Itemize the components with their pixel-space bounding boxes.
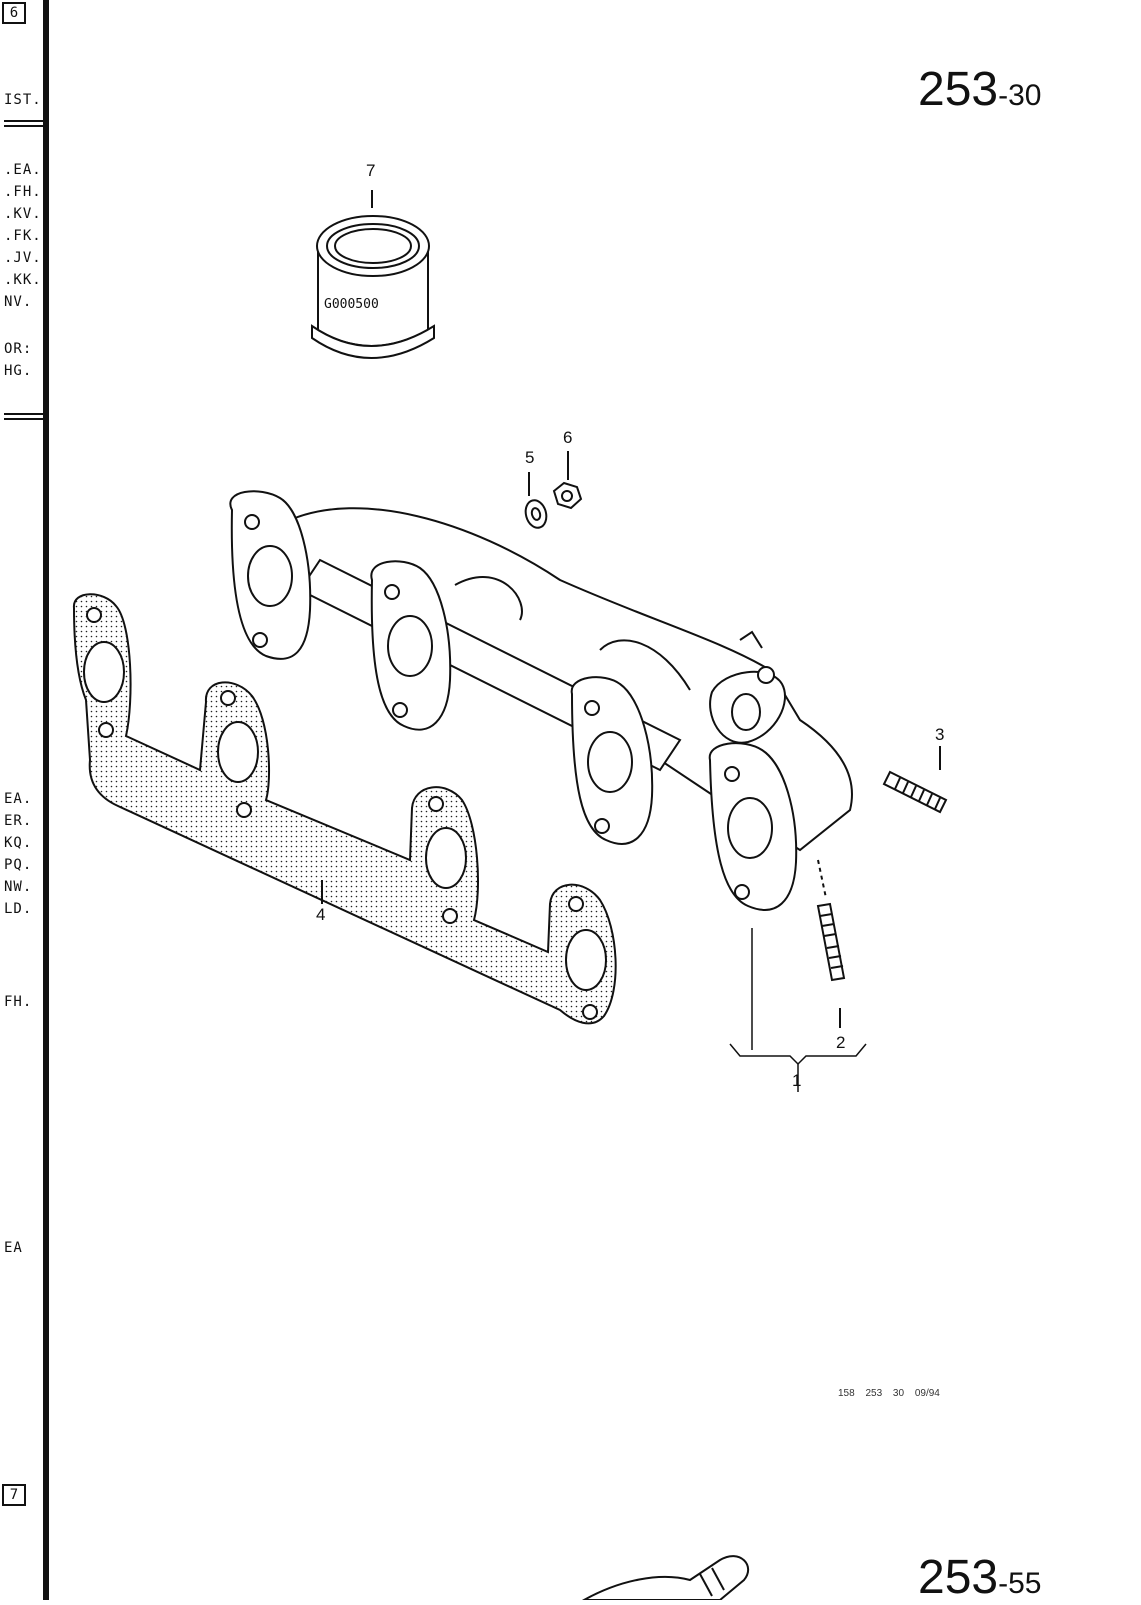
section-box-bottom: 7 — [2, 1484, 26, 1506]
side-code: EA. — [4, 791, 33, 807]
exhaust-manifold — [229, 490, 853, 911]
side-code: HG. — [4, 363, 33, 379]
divider — [4, 120, 44, 122]
filter-label: G000500 — [324, 297, 379, 312]
manifold-gasket — [72, 593, 617, 1025]
section-box-top: 6 — [2, 2, 26, 24]
next-page-number: 253-55 — [918, 1550, 1041, 1605]
stud-bolt-2 — [816, 859, 846, 1028]
next-page-number-main: 253 — [918, 1551, 999, 1604]
side-code: NW. — [4, 879, 33, 895]
page-number-main: 253 — [918, 63, 999, 116]
side-code: ER. — [4, 813, 33, 829]
side-code: .KV. — [4, 206, 42, 222]
callout-2: 2 — [836, 1033, 845, 1052]
side-code: .FH. — [4, 184, 42, 200]
page-number-suffix: -30 — [998, 79, 1042, 112]
callout-3: 3 — [935, 725, 944, 744]
side-code: .JV. — [4, 250, 42, 266]
side-code: OR: — [4, 341, 33, 357]
stud-bolt-3 — [882, 746, 948, 814]
divider — [4, 413, 44, 415]
callout-4: 4 — [316, 905, 325, 924]
washer — [524, 472, 548, 529]
callout-6: 6 — [563, 428, 572, 447]
assembly-bracket — [729, 928, 867, 1092]
binding-rule — [43, 0, 49, 1600]
side-code: .EA. — [4, 162, 42, 178]
page-number: 253-30 — [918, 62, 1041, 117]
side-code: .KK. — [4, 272, 42, 288]
side-code: .FK. — [4, 228, 42, 244]
filter-cartridge: G000500 — [311, 190, 435, 359]
side-code: IST. — [4, 92, 42, 108]
side-code: EA — [4, 1240, 23, 1256]
side-code: PQ. — [4, 857, 33, 873]
callout-1: 1 — [792, 1071, 801, 1090]
callout-7: 7 — [366, 161, 375, 180]
nut — [552, 451, 583, 510]
next-page-number-suffix: -55 — [998, 1567, 1042, 1600]
side-code: NV. — [4, 294, 33, 310]
side-code: KQ. — [4, 835, 33, 851]
side-code: FH. — [4, 994, 33, 1010]
divider — [4, 125, 44, 127]
partial-next-drawing — [581, 1555, 750, 1600]
side-code: LD. — [4, 901, 33, 917]
callout-5: 5 — [525, 448, 534, 467]
drawing-reference: 158 253 30 09/94 — [838, 1388, 940, 1399]
divider — [4, 418, 44, 420]
